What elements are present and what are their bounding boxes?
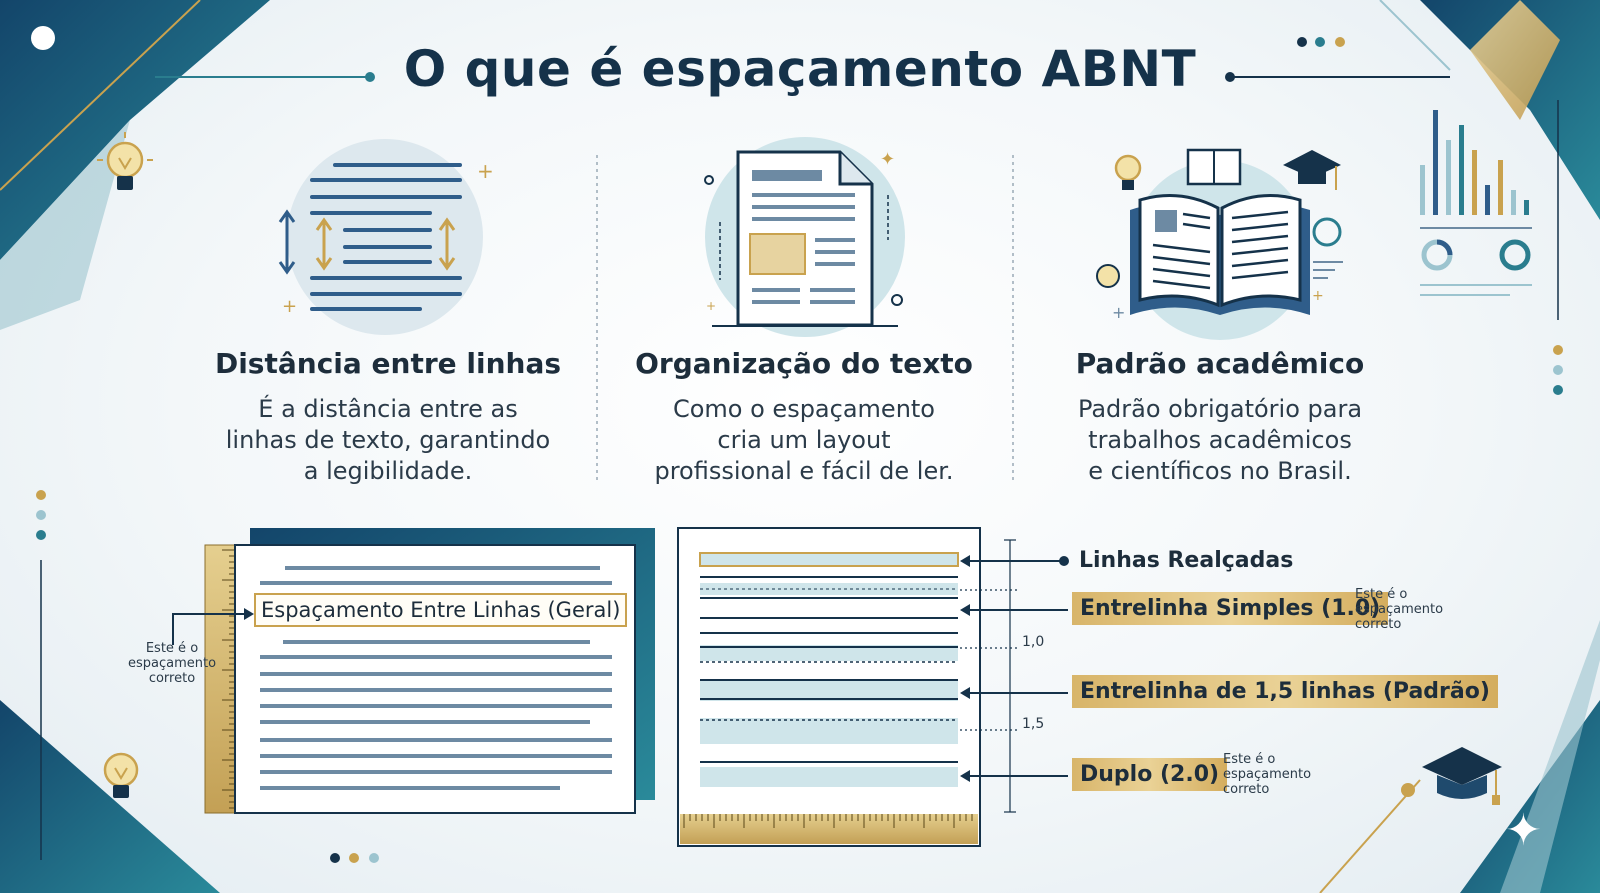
desc-line: Como o espaçamento bbox=[672, 395, 935, 423]
desc-line: linhas de texto, garantindo bbox=[225, 426, 551, 454]
desc-line: profissional e fácil de ler. bbox=[654, 457, 954, 485]
right-page-diagram bbox=[677, 527, 1350, 847]
note-line: espaçamento bbox=[1355, 602, 1444, 617]
sparkle-icon: ✦ bbox=[1505, 805, 1542, 856]
column-desc-academic-standard: Padrão obrigatório para trabalhos acadêm… bbox=[1040, 394, 1400, 487]
page-title: O que é espaçamento ABNT bbox=[403, 40, 1197, 98]
line-spacing-general-label: Espaçamento Entre Linhas (Geral) bbox=[254, 593, 628, 627]
graduation-cap-icon bbox=[1422, 747, 1502, 805]
scale-mark-1-5: 1,5 bbox=[1022, 716, 1045, 732]
column-desc-text-organization: Como o espaçamento cria um layout profis… bbox=[624, 394, 984, 487]
corner-shape-bottom-left bbox=[0, 700, 220, 893]
corner-shape-top-right bbox=[1420, 0, 1600, 220]
line-spacing-icon: + + bbox=[278, 139, 494, 335]
svg-text:+: + bbox=[1312, 288, 1324, 304]
column-desc-line-distance: É a distância entre as linhas de texto, … bbox=[208, 394, 568, 487]
desc-line: cria um layout bbox=[717, 426, 891, 454]
note-line: Este é o bbox=[1355, 587, 1408, 602]
correct-spacing-note-double: Este é o espaçamento correto bbox=[1223, 752, 1311, 797]
svg-text:+: + bbox=[706, 299, 716, 313]
dot-top-left bbox=[31, 26, 55, 50]
label-highlighted-lines: Linhas Realçadas bbox=[1079, 548, 1294, 573]
note-line: Este é o bbox=[1223, 752, 1276, 767]
column-title-line-distance: Distância entre linhas bbox=[214, 347, 562, 380]
scale-mark-1-0: 1,0 bbox=[1022, 634, 1045, 650]
left-page-diagram bbox=[172, 528, 655, 814]
svg-text:+: + bbox=[1112, 303, 1125, 322]
desc-line: e científicos no Brasil. bbox=[1088, 457, 1352, 485]
correct-spacing-note-single: Este é o espaçamento correto bbox=[1355, 587, 1443, 632]
lightbulb-icon bbox=[97, 132, 153, 190]
desc-line: Padrão obrigatório para bbox=[1077, 395, 1363, 423]
desc-line: trabalhos acadêmicos bbox=[1088, 426, 1352, 454]
correct-spacing-note-left: Este é o espaçamento correto bbox=[112, 641, 232, 686]
desc-line: a legibilidade. bbox=[303, 457, 473, 485]
lightbulb-icon bbox=[103, 752, 139, 798]
label-double-spacing: Duplo (2.0) bbox=[1072, 758, 1228, 791]
column-title-academic-standard: Padrão acadêmico bbox=[1075, 347, 1365, 380]
lightbulb-icon bbox=[1114, 154, 1142, 190]
bar-chart-icon bbox=[1420, 110, 1532, 296]
open-book-icon: + + bbox=[1096, 148, 1343, 340]
note-line: espaçamento bbox=[1223, 767, 1312, 782]
svg-text:✦: ✦ bbox=[880, 149, 895, 170]
desc-line: É a distância entre as bbox=[258, 395, 518, 423]
label-one-and-half-spacing: Entrelinha de 1,5 linhas (Padrão) bbox=[1072, 675, 1498, 708]
small-book-icon bbox=[1186, 148, 1242, 186]
note-line: correto bbox=[1355, 617, 1402, 632]
corner-shape-top-left bbox=[0, 0, 270, 260]
column-title-text-organization: Organização do texto bbox=[635, 347, 973, 380]
note-line: espaçamento bbox=[127, 656, 217, 671]
svg-text:+: + bbox=[477, 159, 494, 183]
svg-text:+: + bbox=[282, 296, 297, 317]
graduation-cap-icon bbox=[1283, 150, 1341, 190]
note-line: correto bbox=[1223, 782, 1270, 797]
note-line: Este é o bbox=[145, 641, 199, 656]
label-single-spacing: Entrelinha Simples (1.0) bbox=[1072, 592, 1389, 625]
note-line: correto bbox=[148, 671, 196, 686]
document-icon: ✦ + bbox=[704, 137, 905, 337]
